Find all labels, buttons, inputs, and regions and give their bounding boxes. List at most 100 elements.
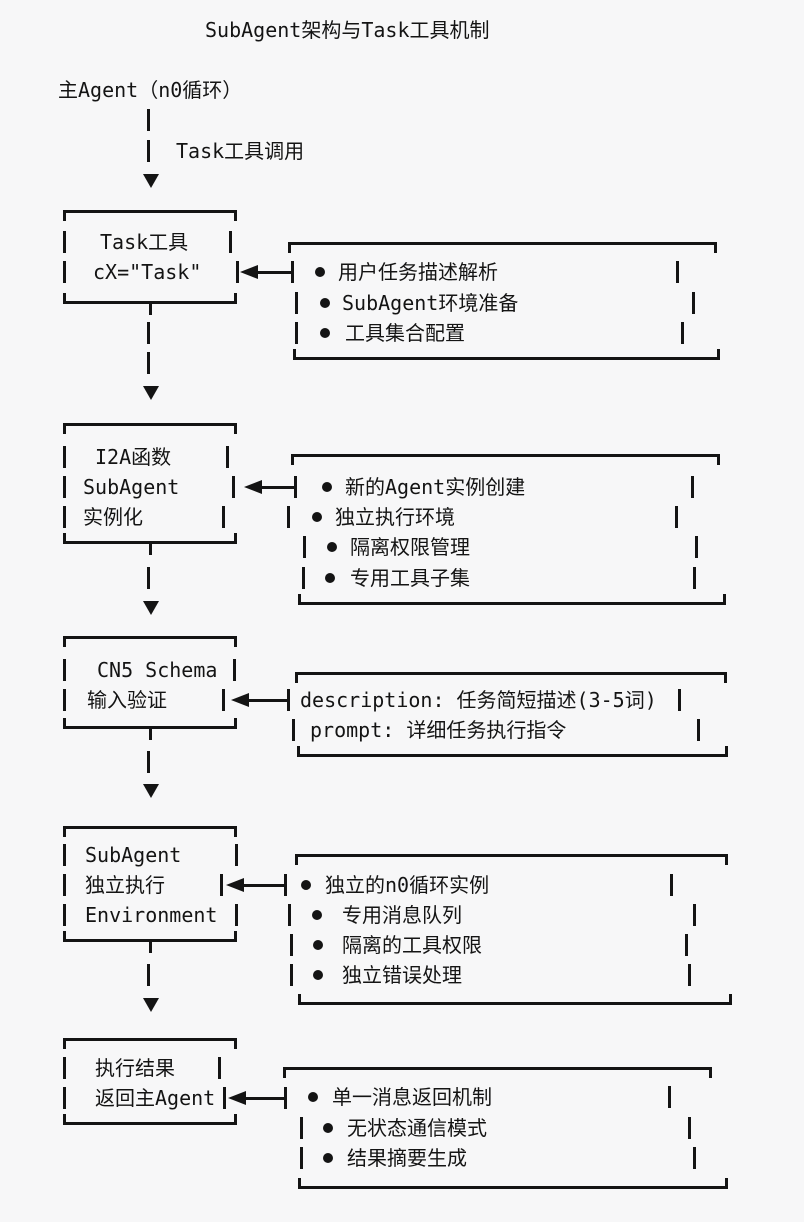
connector-stub: [149, 940, 152, 953]
box-border-top: [63, 636, 237, 639]
bullet-icon: [301, 880, 311, 890]
arrow-left-icon: [226, 878, 244, 892]
page-title: SubAgent架构与Task工具机制: [205, 18, 490, 42]
panel-side-pipe: [693, 1147, 696, 1169]
flow-pipe: [147, 109, 150, 131]
box-corner: [234, 718, 237, 729]
box-side-pipe: [63, 904, 66, 926]
box-side-pipe: [222, 506, 225, 528]
box-line: I2A函数: [95, 445, 172, 469]
panel-border-bottom: [293, 357, 720, 360]
arrow-left-icon: [244, 480, 262, 494]
panel-side-pipe: [287, 506, 290, 528]
box-side-pipe: [63, 261, 66, 283]
panel-side-pipe: [670, 874, 673, 896]
box-line: Environment: [85, 903, 218, 927]
panel-item: prompt: 详细任务执行指令: [310, 718, 567, 742]
panel-item: 结果摘要生成: [347, 1146, 467, 1170]
panel-corner: [291, 454, 294, 465]
panel-corner: [729, 994, 732, 1005]
arrow-line: [256, 271, 293, 274]
panel-side-pipe: [302, 567, 305, 589]
box-line: cX="Task": [93, 260, 202, 284]
panel-corner: [717, 454, 720, 465]
panel-item: 独立执行环境: [335, 505, 455, 529]
box-line: SubAgent: [83, 475, 180, 499]
box-side-pipe: [63, 1087, 66, 1109]
panel-item: 单一消息返回机制: [332, 1085, 492, 1109]
panel-item: SubAgent环境准备: [342, 291, 519, 315]
box-side-pipe: [223, 1087, 226, 1109]
arrow-tick: [294, 476, 297, 498]
box-side-pipe: [232, 476, 235, 498]
box-corner: [63, 293, 66, 304]
box-line: 实例化: [83, 505, 143, 529]
panel-item: 工具集合配置: [345, 321, 465, 345]
flow-pipe: [147, 322, 150, 344]
bullet-icon: [312, 512, 322, 522]
box-side-pipe: [218, 1057, 221, 1079]
box-corner: [234, 293, 237, 304]
panel-side-pipe: [676, 261, 679, 283]
connector-stub: [149, 302, 152, 315]
panel-corner: [297, 746, 300, 757]
panel-side-pipe: [292, 719, 295, 741]
box-side-pipe: [226, 446, 229, 468]
box-corner: [234, 423, 237, 434]
bullet-icon: [312, 910, 322, 920]
panel-side-pipe: [675, 506, 678, 528]
panel-border-bottom: [298, 1186, 728, 1189]
panel-corner: [293, 349, 296, 360]
box-border-top: [63, 1038, 237, 1041]
bullet-icon: [315, 267, 325, 277]
panel-corner: [725, 746, 728, 757]
bullet-icon: [327, 542, 337, 552]
arrow-left-icon: [231, 693, 249, 707]
panel-border-bottom: [298, 1002, 732, 1005]
panel-side-pipe: [295, 292, 298, 314]
arrow-line: [242, 884, 286, 887]
flow-pipe: [147, 567, 150, 589]
box-corner: [234, 826, 237, 837]
bullet-icon: [322, 482, 332, 492]
panel-side-pipe: [290, 964, 293, 986]
box-side-pipe: [63, 506, 66, 528]
box-corner: [234, 931, 237, 942]
panel-corner: [295, 672, 298, 683]
panel-border-bottom: [298, 602, 726, 605]
panel-side-pipe: [692, 292, 695, 314]
bullet-icon: [313, 940, 323, 950]
flow-pipe: [147, 140, 150, 162]
box-corner: [234, 636, 237, 647]
arrow-tick: [284, 874, 287, 896]
panel-side-pipe: [300, 1117, 303, 1139]
panel-border-top: [295, 672, 727, 675]
box-side-pipe: [235, 844, 238, 866]
box-side-pipe: [222, 689, 225, 711]
panel-border-bottom: [297, 754, 728, 757]
bullet-icon: [320, 328, 330, 338]
panel-item: 用户任务描述解析: [338, 260, 498, 284]
box-corner: [234, 210, 237, 221]
box-side-pipe: [235, 904, 238, 926]
panel-side-pipe: [691, 476, 694, 498]
box-side-pipe: [220, 874, 223, 896]
panel-border-top: [295, 854, 728, 857]
box-line: 输入验证: [87, 688, 167, 712]
main-agent-label: 主Agent（n0循环）: [58, 78, 243, 102]
panel-corner: [295, 854, 298, 865]
box-border-top: [63, 826, 237, 829]
panel-item: 无状态通信模式: [347, 1116, 487, 1140]
box-line: CN5 Schema: [97, 658, 218, 682]
box-corner: [63, 931, 66, 942]
panel-item: 隔离的工具权限: [342, 933, 482, 957]
box-corner: [234, 1038, 237, 1049]
panel-side-pipe: [693, 904, 696, 926]
box-line: 执行结果: [95, 1056, 175, 1080]
panel-item: 隔离权限管理: [350, 535, 470, 559]
panel-side-pipe: [300, 1147, 303, 1169]
bullet-icon: [320, 298, 330, 308]
box-side-pipe: [236, 261, 239, 283]
box-corner: [63, 718, 66, 729]
